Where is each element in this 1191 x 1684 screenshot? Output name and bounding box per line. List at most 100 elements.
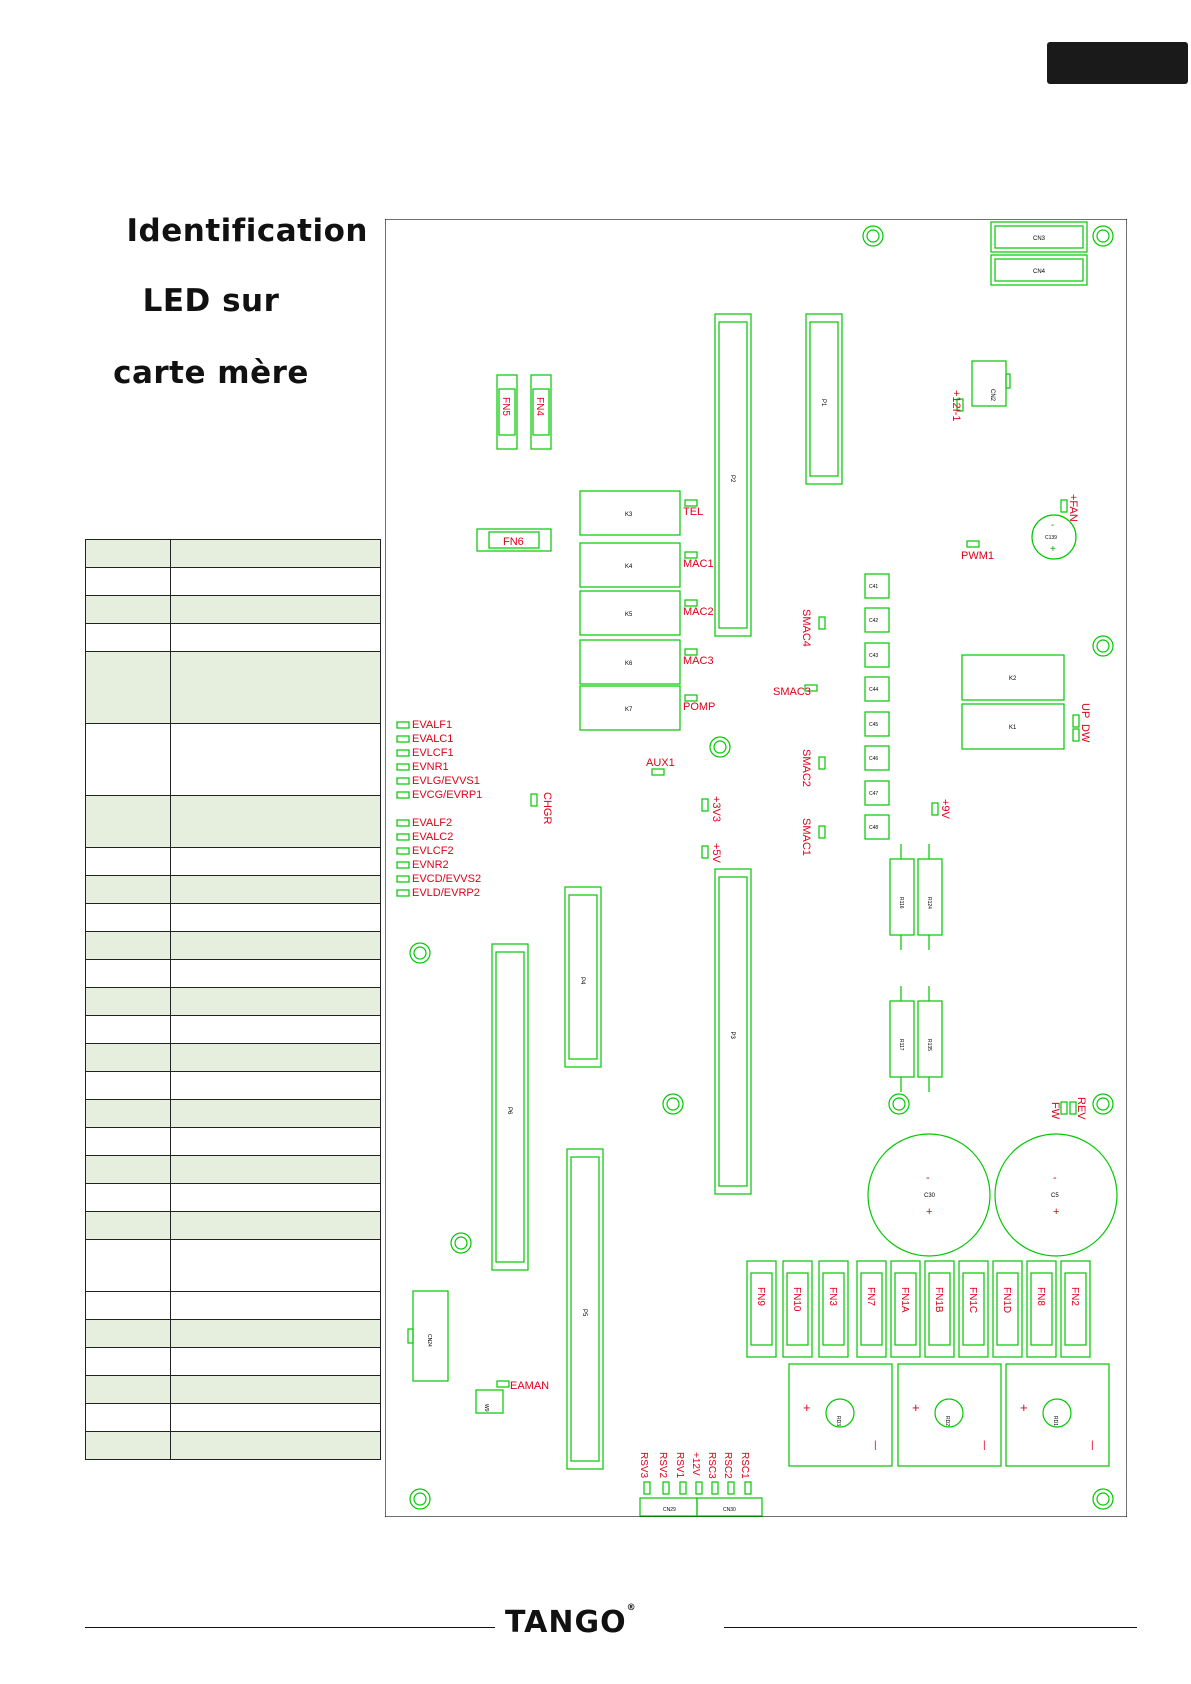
led-RSV3 — [643, 1481, 651, 1495]
cap-C45 — [864, 711, 890, 737]
left-led-label: EVLD/EVRP2 — [412, 887, 480, 899]
slot-inner — [718, 876, 748, 1187]
legend-desc-cell — [170, 1155, 381, 1184]
board-label: C48 — [869, 825, 878, 831]
legend-code-cell — [85, 1127, 171, 1156]
legend-code-cell — [85, 1431, 171, 1460]
fuse-FN7 — [856, 1260, 887, 1358]
bottom-led-label: RSC1 — [739, 1452, 750, 1479]
board-label: C30 — [924, 1193, 936, 1199]
legend-row — [85, 1403, 381, 1432]
fuse-body — [488, 531, 540, 549]
mounting-hole — [450, 1232, 472, 1254]
fuse-label: FN8 — [1035, 1287, 1046, 1306]
slot-inner — [495, 951, 525, 1263]
led-smac4 — [818, 616, 826, 630]
cap-plus: + — [926, 1206, 932, 1218]
label-fan: +FAN — [1067, 494, 1079, 522]
slot-P6 — [491, 943, 529, 1271]
fuse-FN1B — [924, 1260, 955, 1358]
mounting-hole-inner — [866, 229, 880, 243]
mounting-hole — [1092, 1093, 1114, 1115]
bottom-led-label: RSV3 — [638, 1452, 649, 1479]
legend-row — [85, 539, 381, 568]
board-label: W9 — [483, 1404, 489, 1412]
title-line-2: LED sur — [142, 283, 280, 319]
relay-led-label: POMP — [683, 701, 715, 713]
legend-desc-cell — [170, 1015, 381, 1044]
legend-row — [85, 1127, 381, 1156]
smac-label: SMAC4 — [800, 609, 812, 647]
board-label: CN2 — [989, 389, 995, 402]
led-RSC2 — [727, 1481, 735, 1495]
led-3v3 — [701, 798, 709, 812]
board-label: P2 — [729, 475, 735, 483]
mounting-hole — [409, 1488, 431, 1510]
legend-desc-cell — [170, 903, 381, 932]
led-smac3 — [804, 684, 818, 692]
fuse-FN2 — [1060, 1260, 1091, 1358]
fuse-body — [1064, 1272, 1087, 1346]
mounting-hole-inner — [1096, 1492, 1110, 1506]
board-label: K6 — [625, 661, 633, 667]
legend-desc-cell — [170, 1099, 381, 1128]
led-pwm1 — [966, 540, 980, 548]
led-EVCD/EVVS2 — [396, 875, 410, 883]
led-EVALC1 — [396, 735, 410, 743]
left-led-label: EVALC1 — [412, 733, 453, 745]
board-label: P6 — [506, 1107, 512, 1115]
legend-row — [85, 875, 381, 904]
legend-desc-cell — [170, 539, 381, 568]
legend-code-cell — [85, 723, 171, 796]
jumper-W9 — [475, 1389, 504, 1414]
connector-CN2 — [971, 360, 1007, 407]
fuse-body — [1030, 1272, 1053, 1346]
fuse-label: FN4 — [534, 397, 545, 416]
board-label: K1 — [1009, 725, 1017, 731]
relay-led-label: MAC3 — [683, 655, 714, 667]
title-line-3: carte mère — [113, 355, 309, 391]
legend-desc-cell — [170, 1319, 381, 1348]
bridge-center — [934, 1398, 964, 1428]
bridge-minus: | — [874, 1440, 877, 1451]
led-aux1 — [651, 768, 665, 776]
mounting-hole-inner — [1096, 1097, 1110, 1111]
legend-desc-cell — [170, 1239, 381, 1292]
led-EVLD/EVRP2 — [396, 889, 410, 897]
mounting-hole — [409, 942, 431, 964]
legend-code-cell — [85, 795, 171, 848]
board-label: K3 — [625, 512, 633, 518]
fuse-body — [996, 1272, 1019, 1346]
mounting-hole-inner — [892, 1097, 906, 1111]
label-12v1: +12I-1 — [950, 390, 962, 422]
bridge-RD1 — [1005, 1363, 1110, 1467]
legend-row — [85, 567, 381, 596]
left-led-label: EVCD/EVVS2 — [412, 873, 481, 885]
board-label: CN29 — [663, 1507, 676, 1513]
board-label: CN3 — [1033, 236, 1046, 242]
led-fw — [1060, 1101, 1068, 1115]
legend-desc-cell — [170, 1291, 381, 1320]
legend-row — [85, 931, 381, 960]
board-label: K7 — [625, 707, 633, 713]
relay-led-label: MAC1 — [683, 558, 714, 570]
label-pwm1: PWM1 — [961, 550, 994, 562]
left-led-label: EVLCF2 — [412, 845, 454, 857]
mounting-hole-inner — [713, 740, 727, 754]
fuse-body — [928, 1272, 951, 1346]
bridge-RD3 — [788, 1363, 893, 1467]
slot-inner — [809, 321, 839, 477]
mounting-hole-inner — [1096, 639, 1110, 653]
board-label: R117 — [898, 1039, 904, 1051]
board-label: C5 — [1051, 1193, 1059, 1199]
legend-row — [85, 1375, 381, 1404]
legend-desc-cell — [170, 1375, 381, 1404]
legend-desc-cell — [170, 1183, 381, 1212]
legend-row — [85, 1431, 381, 1460]
legend-desc-cell — [170, 987, 381, 1016]
legend-desc-cell — [170, 567, 381, 596]
cap-plus: + — [1053, 1206, 1059, 1218]
legend-row — [85, 1211, 381, 1240]
relay-K7 — [579, 685, 681, 731]
